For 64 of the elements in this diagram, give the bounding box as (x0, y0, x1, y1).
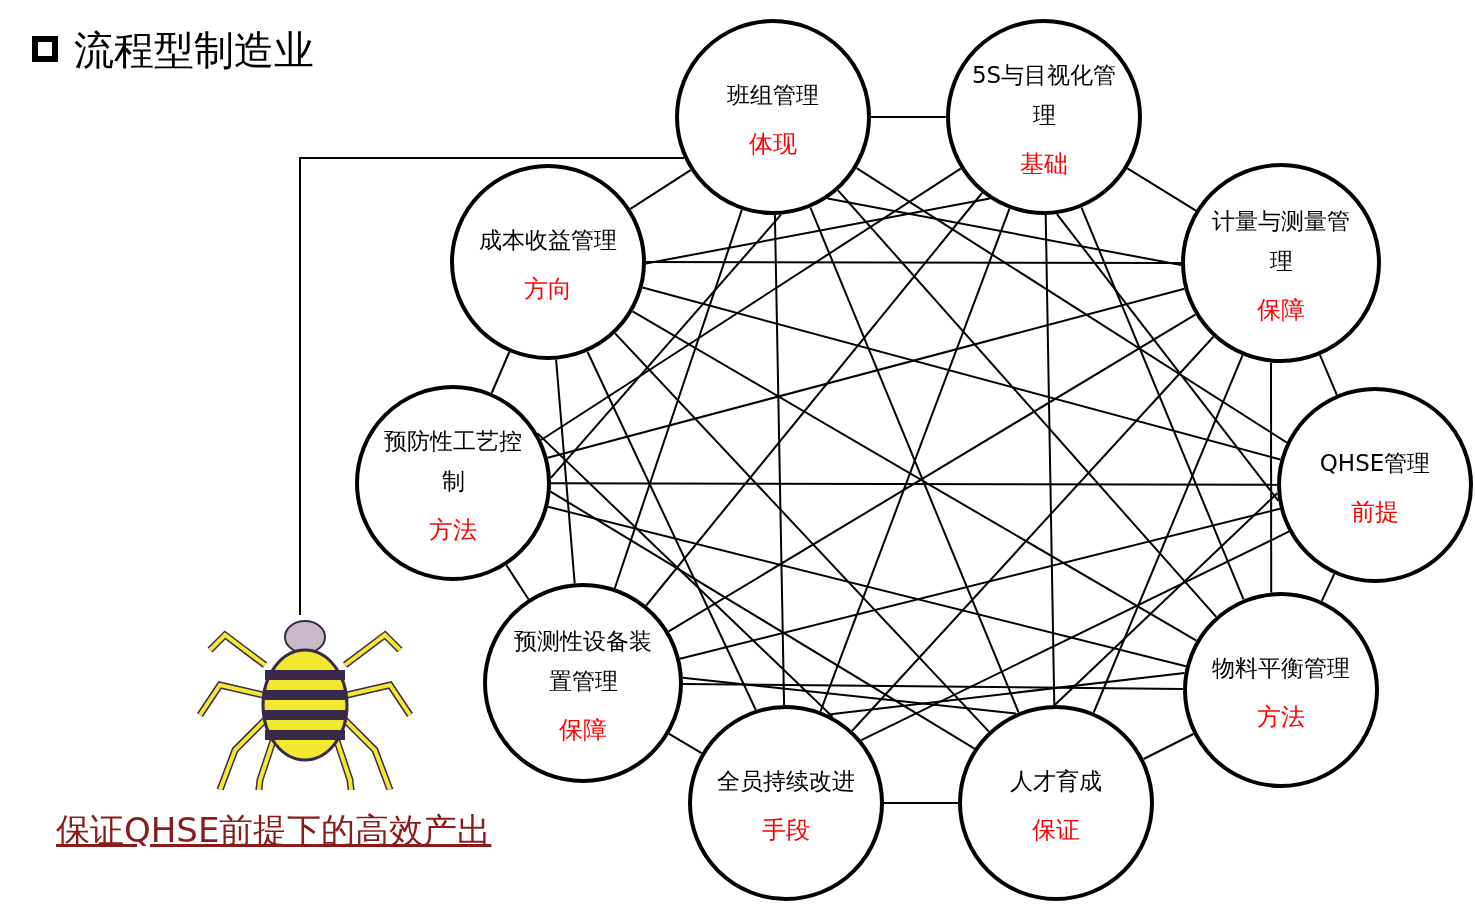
connector-line (505, 564, 530, 601)
node-heading: 预测性设备装置管理 (513, 627, 653, 696)
node-heading: 物料平衡管理 (1211, 654, 1351, 683)
node-keyword: 保障 (1257, 295, 1305, 325)
node-heading: 预防性工艺控制 (383, 427, 523, 496)
connector-line (550, 482, 1278, 486)
node-heading: 计量与测量管理 (1211, 207, 1351, 276)
connector-line (1270, 361, 1273, 594)
node-keyword: 保证 (1032, 815, 1080, 845)
title: 流程型制造业 (74, 26, 314, 75)
connector-line (681, 676, 1017, 715)
connector-line (549, 213, 782, 479)
connector-line (613, 208, 743, 590)
node-keyword: 手段 (762, 815, 810, 845)
connector-line (555, 358, 576, 585)
connector-line (883, 802, 959, 804)
connector-line (586, 350, 757, 711)
connector-line (1044, 214, 1056, 706)
connector-line (851, 335, 1215, 732)
connector-line (549, 490, 976, 750)
connector-line (645, 261, 1182, 264)
connector-line (668, 732, 703, 755)
connector-line (540, 167, 962, 441)
connector-line (299, 157, 685, 616)
caption-text: 保证QHSE前提下的高效产出 (56, 809, 493, 852)
connector-line (682, 683, 1184, 690)
node-keyword: 方向 (524, 274, 572, 304)
connector-line (547, 505, 1187, 668)
node-keyword: 方法 (429, 515, 477, 545)
connector-line (1319, 354, 1338, 396)
node-heading: 班组管理 (726, 81, 820, 110)
node-keyword: 基础 (1020, 149, 1068, 179)
node-heading: 全员持续改进 (716, 767, 856, 796)
connector-line (827, 671, 1186, 716)
connector-line (490, 351, 511, 394)
node-heading: 人才育成 (1009, 767, 1103, 796)
connector-line (1053, 492, 1279, 706)
connector-line (641, 286, 1282, 461)
connector-line (645, 197, 991, 265)
connector-line (614, 332, 990, 733)
connector-line (1080, 206, 1245, 601)
node-keyword: 体现 (749, 129, 797, 159)
connector-line (1092, 354, 1244, 714)
connector-line (629, 169, 692, 210)
connector-line (860, 530, 1290, 742)
connector-line (870, 116, 947, 118)
connector-line (837, 189, 1217, 618)
node-heading: 成本收益管理 (478, 226, 618, 255)
connector-line (679, 507, 1281, 660)
node-keyword: 前提 (1351, 497, 1399, 527)
connector-line (826, 197, 1182, 266)
connector-line (855, 167, 1288, 444)
connector-line (1126, 167, 1197, 212)
connector-line (536, 432, 834, 718)
connector-line (1142, 733, 1195, 760)
connector-line (1320, 573, 1336, 602)
connector-line (1055, 213, 1280, 502)
connector-line (546, 287, 1186, 459)
node-keyword: 方法 (1257, 702, 1305, 732)
node-heading: QHSE管理 (1318, 449, 1432, 478)
node-keyword: 保障 (559, 715, 607, 745)
connector-line (773, 214, 786, 706)
node-heading: 5S与目视化管理 (970, 61, 1118, 130)
connector-line (645, 192, 984, 607)
